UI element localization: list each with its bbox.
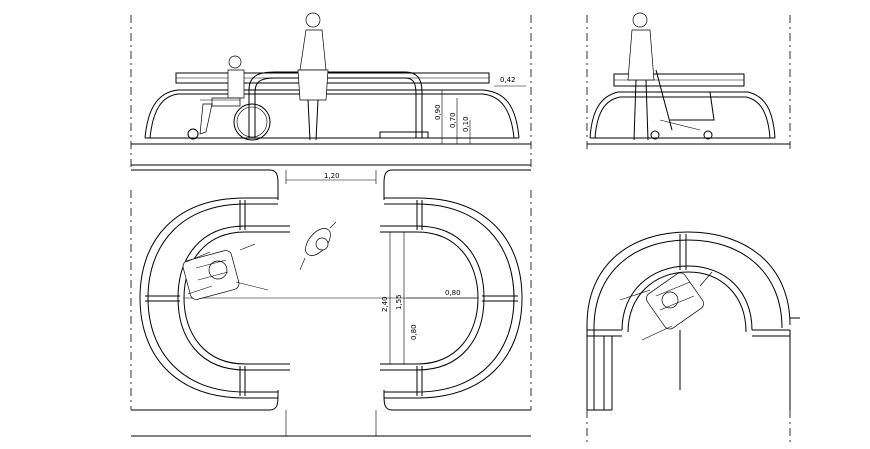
dim-lower: 0,80	[410, 324, 418, 340]
person-with-stroller	[627, 12, 715, 141]
dim-depth-partial: 1,55	[395, 294, 403, 310]
dim-overhang: 0,42	[500, 76, 516, 84]
wheelchair-user-elevation	[187, 55, 271, 141]
dim-radius: 0,80	[445, 289, 461, 297]
wheelchair-user-small-plan	[619, 271, 713, 341]
dim-top-width: 1,20	[324, 172, 340, 180]
dim-height-010: 0,10	[462, 116, 470, 132]
dim-depth-total: 2,40	[381, 296, 389, 312]
front-elevation: 0,42 0,90 0,70 0,10	[131, 71, 531, 166]
small-plan-view	[586, 231, 800, 445]
standing-person-elevation	[297, 12, 329, 141]
plan-view: 1,20 2,40 1,55	[131, 169, 531, 437]
boundary-lines	[130, 15, 791, 410]
dim-height-090: 0,90	[434, 104, 442, 120]
wheelchair-user-plan	[182, 243, 269, 300]
dim-height-070: 0,70	[449, 112, 457, 128]
side-elevation	[587, 73, 790, 145]
standing-person-plan	[299, 221, 337, 271]
